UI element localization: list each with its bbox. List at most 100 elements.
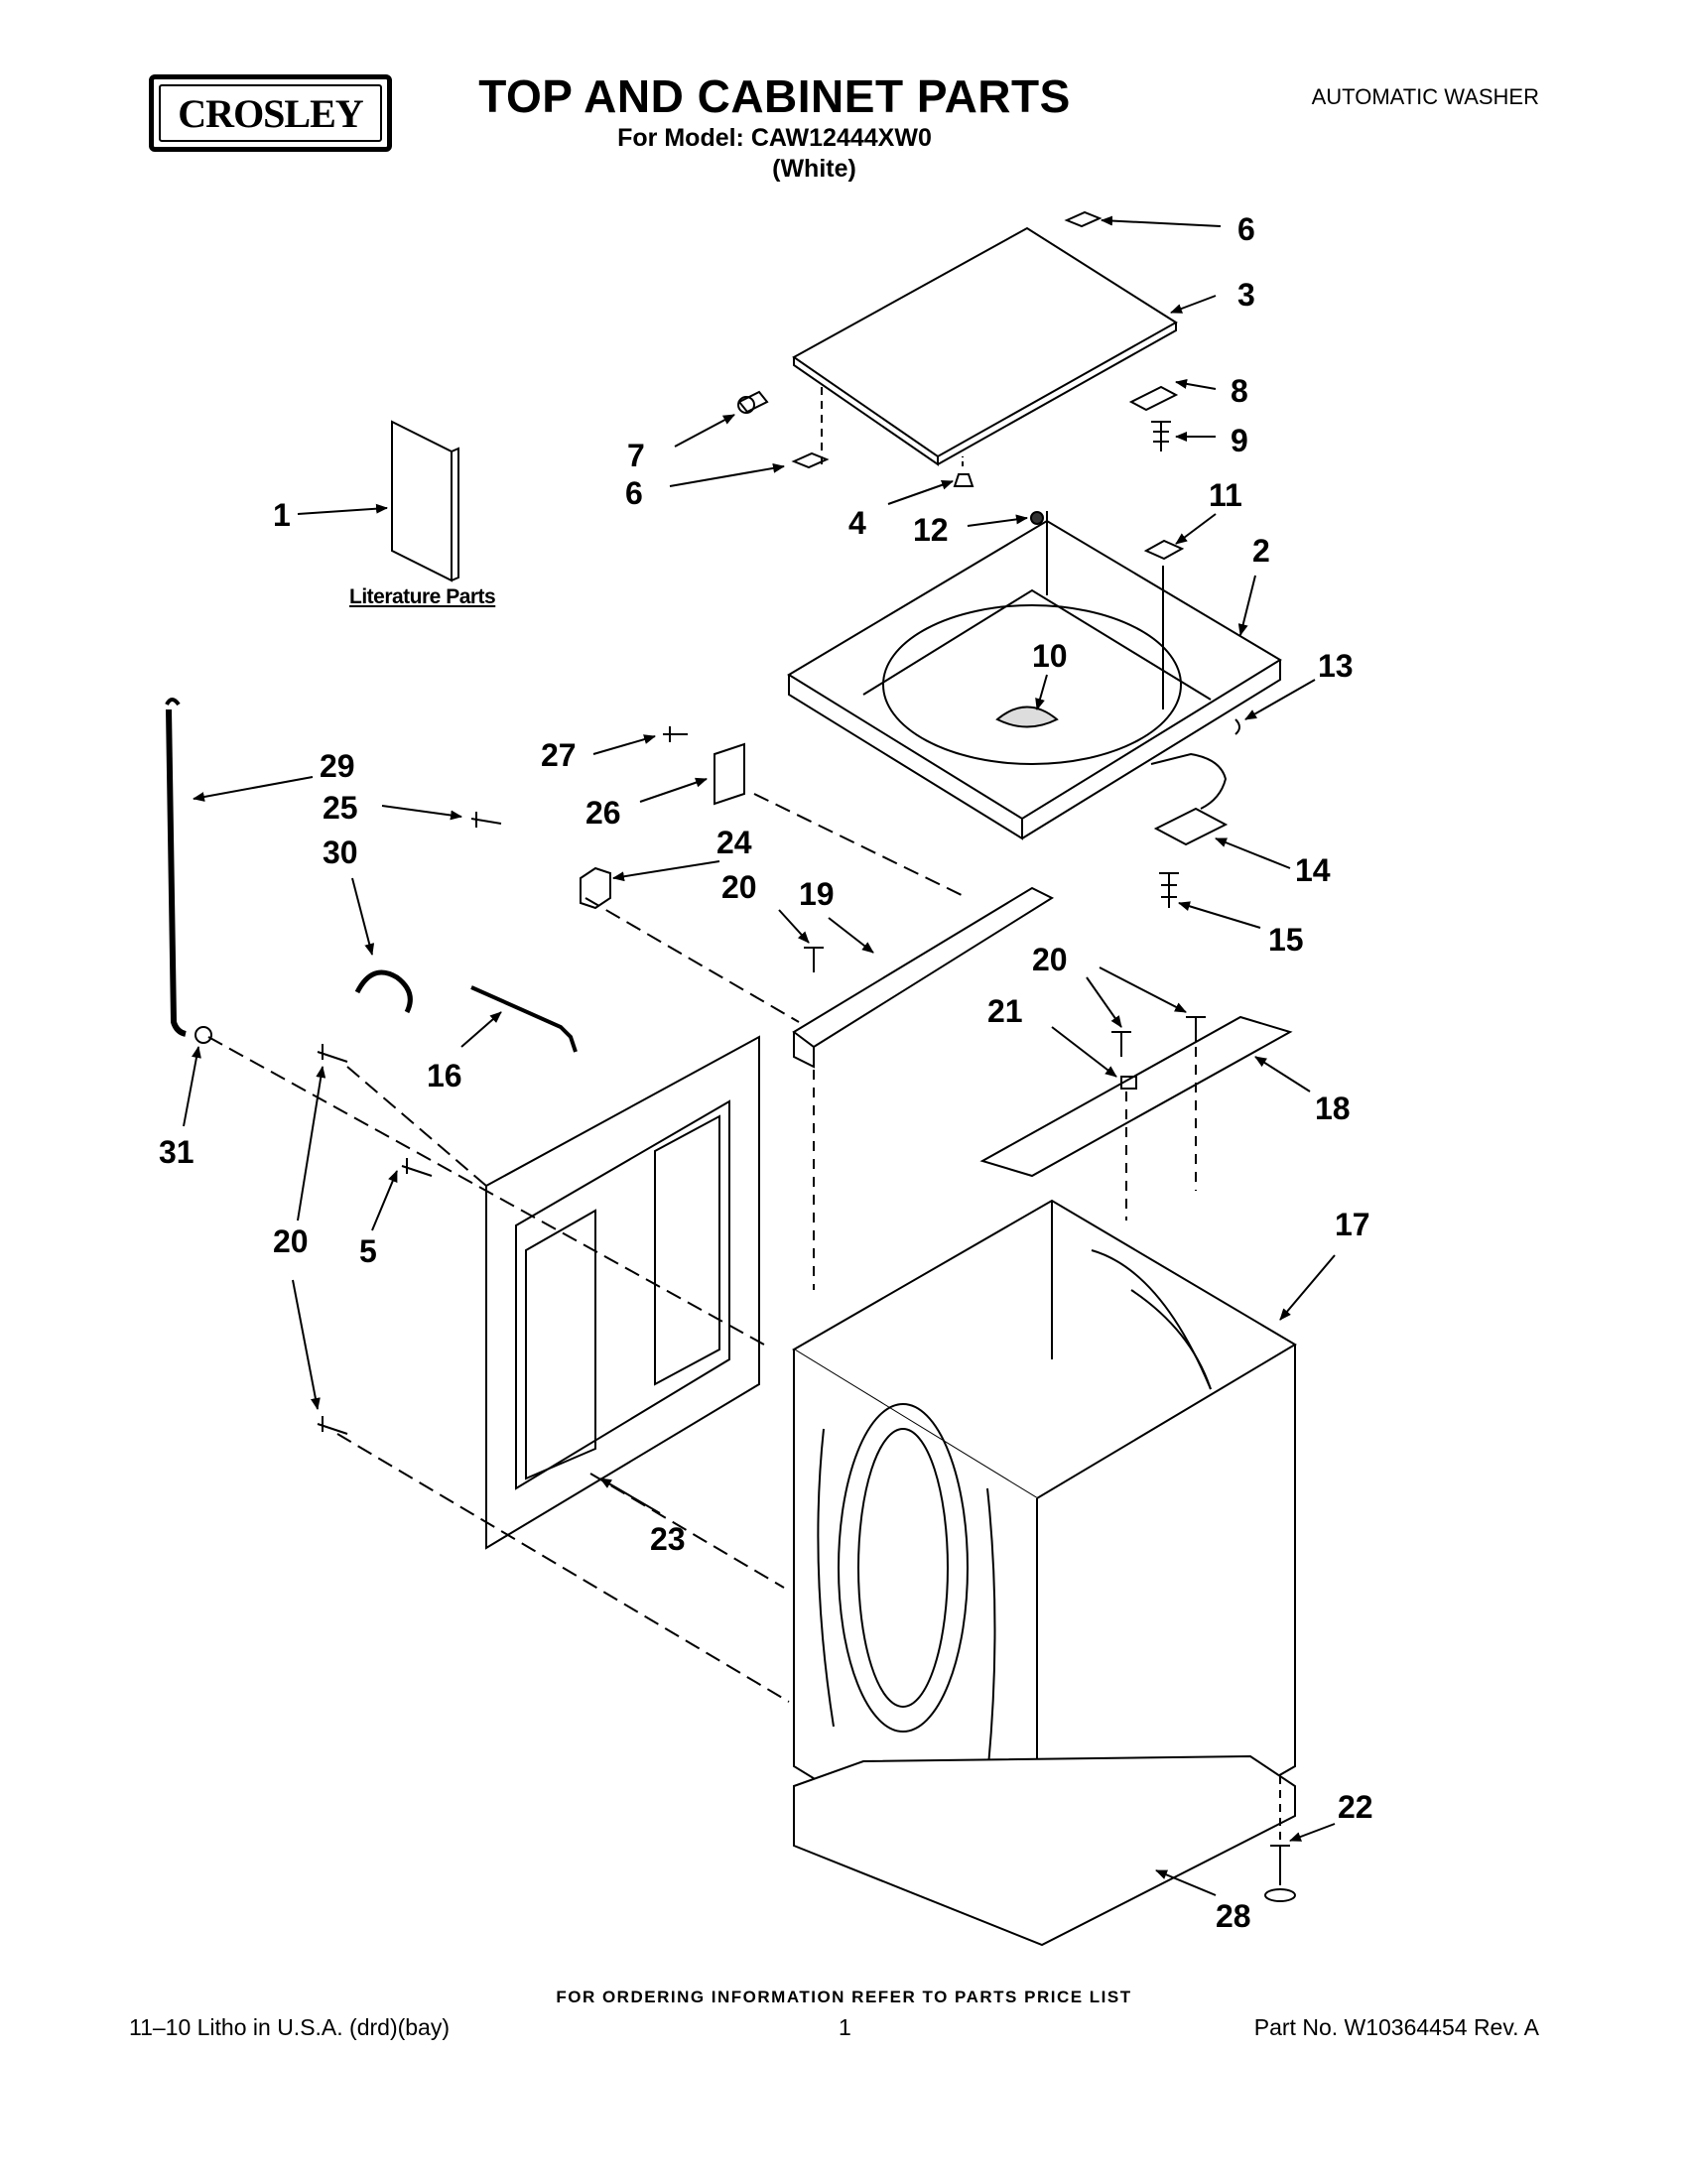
leader-29	[193, 776, 314, 802]
screw-20b-part	[1111, 1031, 1131, 1057]
cabinet-inner-rib-2	[1130, 1289, 1212, 1390]
front-brace-part	[979, 1015, 1293, 1178]
screw-7-part	[737, 390, 769, 414]
callout-15: 15	[1268, 922, 1304, 958]
callout-6b: 6	[625, 475, 643, 511]
lid-switch-part	[1128, 385, 1179, 412]
leader-3	[1170, 295, 1217, 314]
lid-edge-right	[937, 322, 1177, 465]
bracket-26-part	[714, 742, 745, 806]
callout-11: 11	[1209, 477, 1242, 513]
callout-25: 25	[323, 790, 358, 826]
rear-panel-inner	[515, 1099, 730, 1490]
leader-11	[1175, 513, 1217, 545]
leader-27	[592, 734, 656, 755]
leader-7	[674, 414, 735, 448]
leader-17	[1279, 1254, 1336, 1321]
rear-panel-part	[485, 1035, 760, 1550]
callout-3: 3	[1237, 277, 1255, 313]
screw-9-part	[1151, 421, 1171, 451]
leader-8	[1175, 378, 1217, 390]
leveling-leg-foot	[1264, 1888, 1296, 1902]
callout-labels: 6 3 8 9 7 6 1 4 12 11 2 10 13 27 29 25 2…	[159, 211, 1373, 1934]
leader-14	[1215, 837, 1291, 869]
bumper-part	[953, 473, 974, 487]
base-part	[793, 1754, 1296, 1947]
leader-31	[183, 1046, 201, 1127]
callout-1: 1	[273, 497, 291, 533]
callout-22: 22	[1338, 1789, 1373, 1825]
top-panel-rim	[862, 588, 1212, 701]
callout-30: 30	[323, 835, 358, 870]
leader-16	[460, 1011, 502, 1048]
leader-20b-2	[1099, 966, 1187, 1013]
leader-20c-1	[297, 1066, 326, 1221]
literature-part	[391, 420, 453, 582]
tub-opening	[882, 604, 1182, 765]
callout-20a: 20	[721, 869, 757, 905]
screw-20d-part	[317, 1044, 348, 1063]
hinge-bottom-part	[791, 451, 830, 469]
leveling-leg-screw	[1270, 1845, 1290, 1885]
leader-2	[1237, 575, 1256, 636]
screw-25-part	[470, 812, 502, 828]
screw-20e-part	[317, 1416, 348, 1435]
callout-18: 18	[1315, 1091, 1351, 1126]
top-panel-front-edge	[788, 675, 1023, 840]
leader-26	[639, 777, 708, 803]
leader-30	[351, 877, 375, 956]
callout-14: 14	[1295, 852, 1331, 888]
dash-clamp-to-panel	[207, 1036, 765, 1346]
cabinet-embossing-outer	[838, 1403, 969, 1733]
literature-parts-label: Literature Parts	[349, 585, 496, 608]
color-line-text: (White)	[772, 155, 856, 183]
litho-info: 11–10 Litho in U.S.A. (drd)(bay)	[129, 2014, 451, 2040]
leader-20b-1	[1086, 976, 1122, 1028]
callout-24: 24	[716, 825, 752, 860]
hose-guide-part	[354, 969, 413, 1014]
rear-panel-rib-left	[525, 1209, 596, 1480]
callout-16: 16	[427, 1058, 462, 1093]
tie-strap-part	[470, 985, 578, 1053]
top-panel-side-edge	[1021, 660, 1281, 839]
callout-29: 29	[320, 748, 355, 784]
leader-18	[1254, 1056, 1311, 1092]
page-title-text: TOP AND CABINET PARTS	[478, 70, 1071, 122]
logo-inner-frame: CROSLEY	[159, 84, 382, 142]
callout-28: 28	[1216, 1898, 1251, 1934]
leader-13	[1244, 679, 1316, 720]
screw-20a-part	[804, 947, 824, 972]
leader-4	[887, 479, 954, 505]
leader-15	[1178, 901, 1261, 929]
screw-15-part	[1159, 872, 1179, 908]
callout-31: 31	[159, 1134, 195, 1170]
part-number: Part No. W10364454 Rev. A	[1253, 2014, 1539, 2040]
clip-13-part	[1234, 718, 1240, 735]
hose-end	[165, 698, 181, 707]
callout-4: 4	[848, 505, 866, 541]
color-line: (White)	[0, 155, 1688, 184]
callout-7: 7	[627, 438, 645, 473]
callout-27: 27	[541, 737, 577, 773]
ordering-note: FOR ORDERING INFORMATION REFER TO PARTS …	[556, 1988, 1132, 2006]
leader-19	[828, 917, 874, 954]
literature-spine	[451, 447, 459, 581]
leader-5	[371, 1170, 398, 1231]
leader-28	[1155, 1869, 1217, 1896]
rear-brace-part	[792, 886, 1055, 1049]
leader-25	[381, 805, 462, 821]
screw-7-head	[737, 396, 755, 414]
callout-21: 21	[987, 993, 1023, 1029]
lid-part	[792, 226, 1178, 458]
leader-22	[1289, 1823, 1336, 1842]
callout-9: 9	[1231, 423, 1248, 458]
leader-6b	[669, 462, 785, 487]
leader-21	[1051, 1026, 1117, 1078]
dash-screw20-to-cabinet	[336, 1433, 790, 1703]
rear-panel-rib-right	[654, 1114, 720, 1386]
hinge-top-part	[1064, 210, 1103, 228]
control-14-part	[1153, 807, 1229, 846]
model-line: For Model: CAW12444XW0	[0, 124, 1688, 153]
leader-24	[612, 860, 720, 882]
